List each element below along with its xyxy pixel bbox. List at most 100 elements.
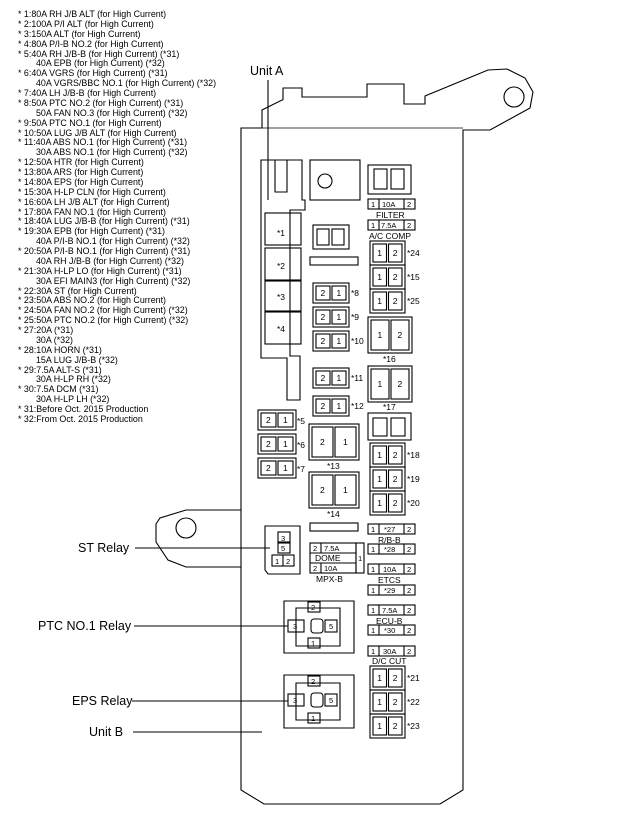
svg-text:2: 2 (311, 603, 315, 612)
legend-item: 50A FAN NO.3 (for High Current) (*32) (18, 108, 253, 119)
fuse-marker-label: *7 (297, 464, 305, 474)
pin-label: 2 (266, 439, 271, 449)
legend-star: * (18, 127, 24, 138)
svg-text:2: 2 (407, 565, 411, 574)
legend-text: 5:40A RH J/B-B (for High Current) (*31) (23, 48, 180, 59)
legend-text: 30A EFI MAIN3 (for High Current) (*32) (36, 275, 191, 286)
fuse-marker-label: *23 (407, 721, 420, 731)
legend-item: * 24:50A FAN NO.2 (for High Current) (*3… (18, 305, 253, 316)
dome-label: DOME (315, 553, 341, 563)
legend-star: * (18, 176, 24, 187)
legend-text: 13:80A ARS (for High Current) (23, 167, 144, 177)
legend-item: * 21:30A H-LP LO (for High Current) (*31… (18, 266, 253, 277)
legend-text: 40A EPB (for High Current) (*32) (36, 58, 165, 69)
legend-item: * 20:50A P/I-B NO.1 (for High Current) (… (18, 246, 253, 257)
legend-item: * 17:80A FAN NO.1 (for High Current) (18, 206, 253, 218)
pin-label: 1 (377, 721, 382, 731)
legend-text: 27:20A (*31) (23, 325, 74, 335)
pin-label: 2 (393, 248, 398, 258)
fuse-marker-label: *14 (327, 509, 340, 519)
svg-text:1: 1 (275, 557, 279, 566)
pin-label: 1 (378, 379, 383, 389)
dome-mpx-block: 2 7.5A DOME 2 10A 1 MPX-B (309, 542, 365, 584)
fuse-marker-label: *17 (383, 402, 396, 412)
callouts: Unit A ST Relay PTC NO.1 Relay EPS Relay… (38, 64, 288, 739)
legend-text: 10:50A LUG J/B ALT (for High Current) (23, 127, 177, 138)
legend-item: * 1:80A RH J/B ALT (for High Current) (18, 9, 253, 20)
svg-text:*28: *28 (384, 545, 395, 554)
legend-text: 18:40A LUG J/B-B (for High Current) (*31… (23, 216, 190, 227)
fuse-marker-label: *16 (383, 354, 396, 364)
pin-label: 1 (343, 437, 348, 447)
etcs-fuse (367, 563, 416, 575)
legend-star: * (18, 9, 24, 19)
rb-b-fuse (367, 523, 416, 535)
pin-label: 1 (337, 312, 342, 322)
pin-label: 2 (393, 272, 398, 282)
pin-label: 2 (398, 379, 403, 389)
pin-label: 1 (377, 450, 382, 460)
fuse-markers: *8*9*10*11*12*5*6*7*13*14*24*15*25*16*17… (297, 248, 420, 731)
pin-label: 2 (398, 330, 403, 340)
fuse-marker-label: *5 (297, 416, 305, 426)
legend-item: * 8:50A PTC NO.2 (for High Current) (*31… (18, 98, 253, 109)
legend-star: * (18, 246, 24, 256)
legend-item: 30A H-LP LH (*32) (18, 394, 253, 405)
svg-text:2: 2 (311, 677, 315, 686)
pin-label: 1 (337, 288, 342, 298)
legend-text: 30:7.5A DCM (*31) (23, 384, 99, 395)
legend-item: * 12:50A HTR (for High Current) (18, 157, 253, 168)
legend-star: * (18, 315, 24, 326)
eps-relay: 2 3 5 1 (283, 674, 355, 729)
mount-hole (175, 517, 197, 539)
slot-label: *4 (277, 324, 285, 334)
legend-star: * (18, 167, 24, 177)
svg-text:7.5A: 7.5A (382, 606, 397, 615)
svg-text:10A: 10A (382, 200, 395, 209)
legend-text: 12:50A HTR (for High Current) (23, 157, 144, 168)
legend-star: * (18, 413, 24, 424)
pin-label: 1 (377, 697, 382, 707)
legend-item: 15A LUG J/B-B (*32) (18, 355, 253, 366)
legend-star: * (18, 325, 24, 335)
legend-text: 11:40A ABS NO.1 (for High Current) (*31) (23, 137, 188, 148)
legend-text: 6:40A VGRS (for High Current) (*31) (23, 68, 168, 79)
legend-text: 14:80A EPS (for High Current) (23, 176, 144, 187)
legend-text: 28:10A HORN (*31) (23, 344, 102, 355)
pin-label: 1 (283, 439, 288, 449)
legend-star: * (18, 186, 24, 197)
svg-text:2: 2 (407, 525, 411, 534)
legend-text: 31:Before Oct. 2015 Production (23, 404, 149, 414)
pin-label: 1 (377, 296, 382, 306)
legend-item: * 16:60A LH J/B ALT (for High Current) (18, 197, 253, 208)
svg-text:1: 1 (371, 200, 375, 209)
svg-text:3: 3 (293, 696, 297, 705)
pin-label: 1 (377, 248, 382, 258)
legend-text: 40A VGRS/BBC NO.1 (for High Current) (*3… (36, 78, 217, 89)
legend-star: * (18, 226, 24, 237)
svg-text:7.5A: 7.5A (324, 544, 339, 553)
legend-text: 1:80A RH J/B ALT (for High Current) (23, 9, 167, 19)
pin-label: 1 (377, 498, 382, 508)
pin-label: 1 (378, 330, 383, 340)
filter-fuse (367, 198, 416, 210)
pin-label: 2 (393, 697, 398, 707)
footnote-legend: * 1:80A RH J/B ALT (for High Current)* 2… (18, 9, 253, 425)
legend-text: 17:80A FAN NO.1 (for High Current) (23, 206, 166, 217)
pin-label: 1 (283, 463, 288, 473)
legend-item: * 25:50A PTC NO.2 (for High Current) (*3… (18, 315, 253, 326)
svg-text:1: 1 (311, 639, 315, 648)
legend-text: 40A P/I-B NO.1 (for High Current) (*32) (36, 236, 190, 247)
fuse-marker-label: *20 (407, 498, 420, 508)
mpx-b-label: MPX-B (316, 574, 343, 584)
empty-slots (309, 164, 412, 532)
pin-label: 2 (393, 296, 398, 306)
rb-b-label: R/B-B (378, 535, 401, 545)
pin-label: 2 (321, 288, 326, 298)
legend-text: 19:30A EPB (for High Current) (*31) (23, 226, 165, 237)
